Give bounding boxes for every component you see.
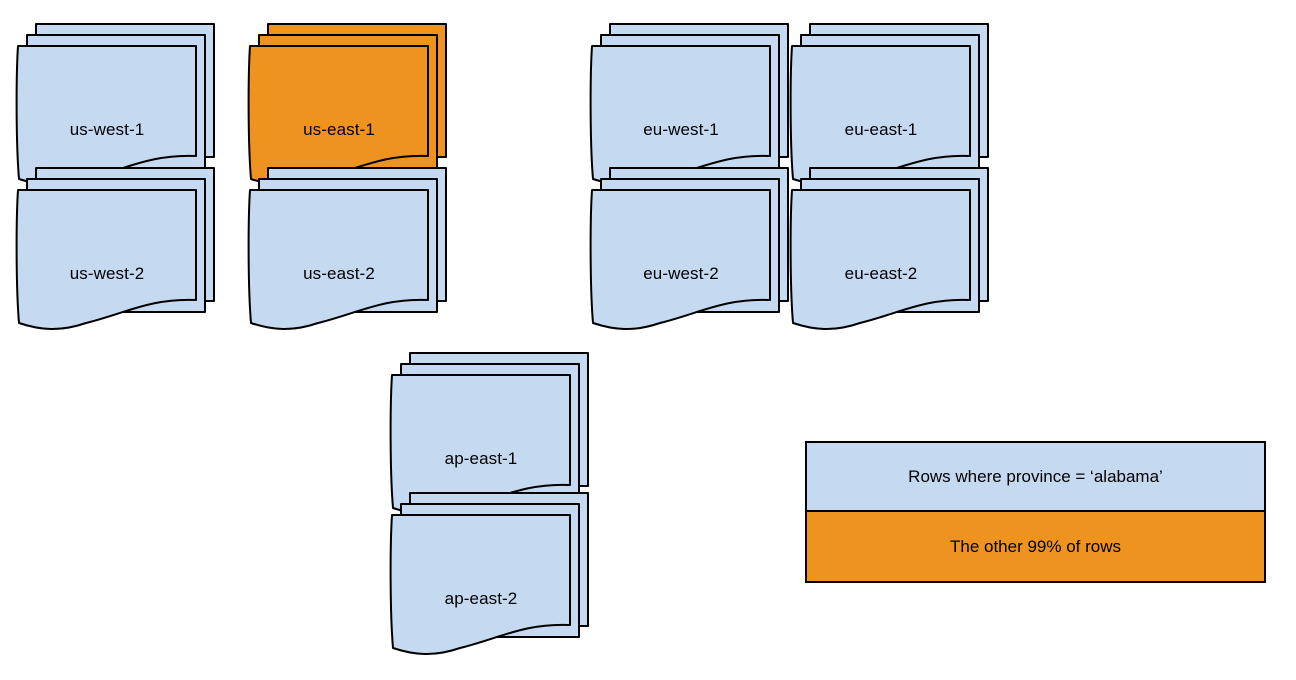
region-stack-eu-west-1[interactable]: eu-west-1 [589, 23, 800, 187]
region-stack-eu-east-1[interactable]: eu-east-1 [789, 23, 1000, 187]
region-stack-shape [589, 167, 789, 331]
region-stack-us-west-1[interactable]: us-west-1 [15, 23, 226, 187]
legend-item-label: Rows where province = ‘alabama’ [908, 466, 1163, 486]
document-sheet-front [389, 514, 571, 656]
region-stack-ap-east-2[interactable]: ap-east-2 [389, 492, 600, 656]
region-stack-shape [589, 23, 789, 187]
region-stack-us-east-2[interactable]: us-east-2 [247, 167, 458, 331]
document-sheet-front [789, 189, 971, 331]
region-stack-shape [789, 167, 989, 331]
region-stack-shape [389, 352, 589, 516]
legend-item-label: The other 99% of rows [949, 536, 1122, 556]
legend-item-alabama-rows: Rows where province = ‘alabama’ [807, 443, 1264, 512]
region-stack-shape [247, 23, 447, 187]
region-stack-us-east-1[interactable]: us-east-1 [247, 23, 458, 187]
document-sheet-front [589, 189, 771, 331]
region-stack-eu-east-2[interactable]: eu-east-2 [789, 167, 1000, 331]
legend-item-other-rows: The other 99% of rows [807, 512, 1264, 581]
region-stack-shape [247, 167, 447, 331]
legend: Rows where province = ‘alabama’ The othe… [805, 441, 1266, 583]
region-stack-shape [389, 492, 589, 656]
region-stack-eu-west-2[interactable]: eu-west-2 [589, 167, 800, 331]
region-stack-ap-east-1[interactable]: ap-east-1 [389, 352, 600, 516]
region-stack-shape [789, 23, 989, 187]
region-stack-us-west-2[interactable]: us-west-2 [15, 167, 226, 331]
document-sheet-front [247, 189, 429, 331]
region-stack-shape [15, 167, 215, 331]
document-sheet-front [15, 189, 197, 331]
region-stack-shape [15, 23, 215, 187]
